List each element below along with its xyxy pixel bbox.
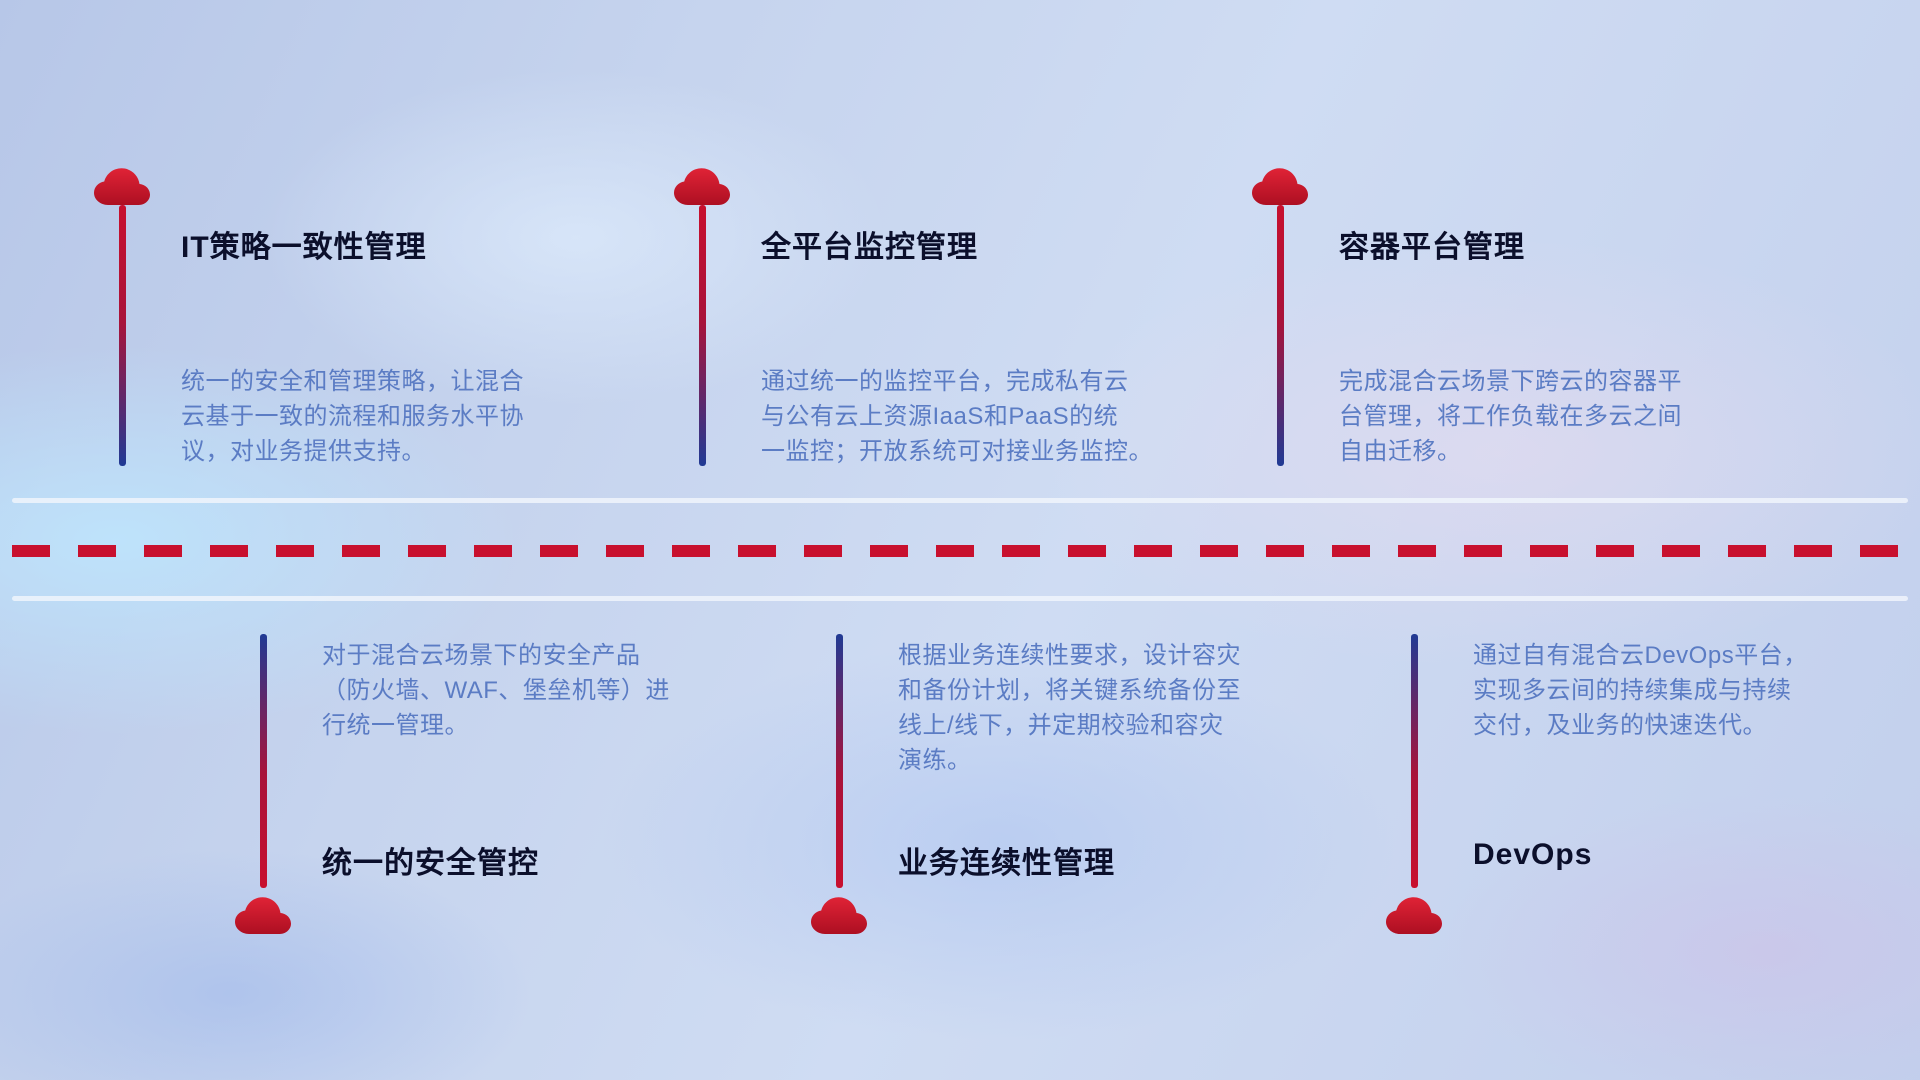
cloud-icon xyxy=(235,897,291,934)
cloud-icon xyxy=(94,168,150,205)
feature-description: 统一的安全和管理策略，让混合 云基于一致的流程和服务水平协 议，对业务提供支持。 xyxy=(181,368,524,465)
feature-description: 对于混合云场景下的安全产品 （防火墙、WAF、堡垒机等）进 行统一管理。 xyxy=(322,642,670,739)
feature-title: 业务连续性管理 xyxy=(898,847,1115,880)
feature-description: 通过自有混合云DevOps平台， 实现多云间的持续集成与持续 交付，及业务的快速… xyxy=(1473,642,1808,739)
feature-title: DevOps xyxy=(1473,838,1593,871)
cloud-icon xyxy=(811,897,867,934)
divider-dashed-line xyxy=(12,545,1908,557)
cloud-icon xyxy=(1252,168,1308,205)
feature-description: 根据业务连续性要求，设计容灾 和备份计划，将关键系统备份至 线上/线下，并定期校… xyxy=(898,642,1241,774)
feature-title: IT策略一致性管理 xyxy=(181,231,427,264)
cloud-icon xyxy=(674,168,730,205)
cloud-icon xyxy=(1386,897,1442,934)
timeline-connector xyxy=(835,634,843,888)
feature-description: 完成混合云场景下跨云的容器平 台管理，将工作负载在多云之间 自由迁移。 xyxy=(1339,368,1682,465)
timeline-connector xyxy=(259,634,267,888)
divider-line-top xyxy=(12,498,1908,503)
feature-description: 通过统一的监控平台，完成私有云 与公有云上资源IaaS和PaaS的统 一监控；开… xyxy=(761,368,1153,465)
divider-line-bottom xyxy=(12,596,1908,601)
timeline-connector xyxy=(698,205,706,466)
feature-title: 全平台监控管理 xyxy=(761,231,978,264)
feature-title: 统一的安全管控 xyxy=(322,847,539,880)
feature-title: 容器平台管理 xyxy=(1339,231,1525,264)
timeline-connector xyxy=(1276,205,1284,466)
timeline-connector xyxy=(118,205,126,466)
timeline-connector xyxy=(1410,634,1418,888)
